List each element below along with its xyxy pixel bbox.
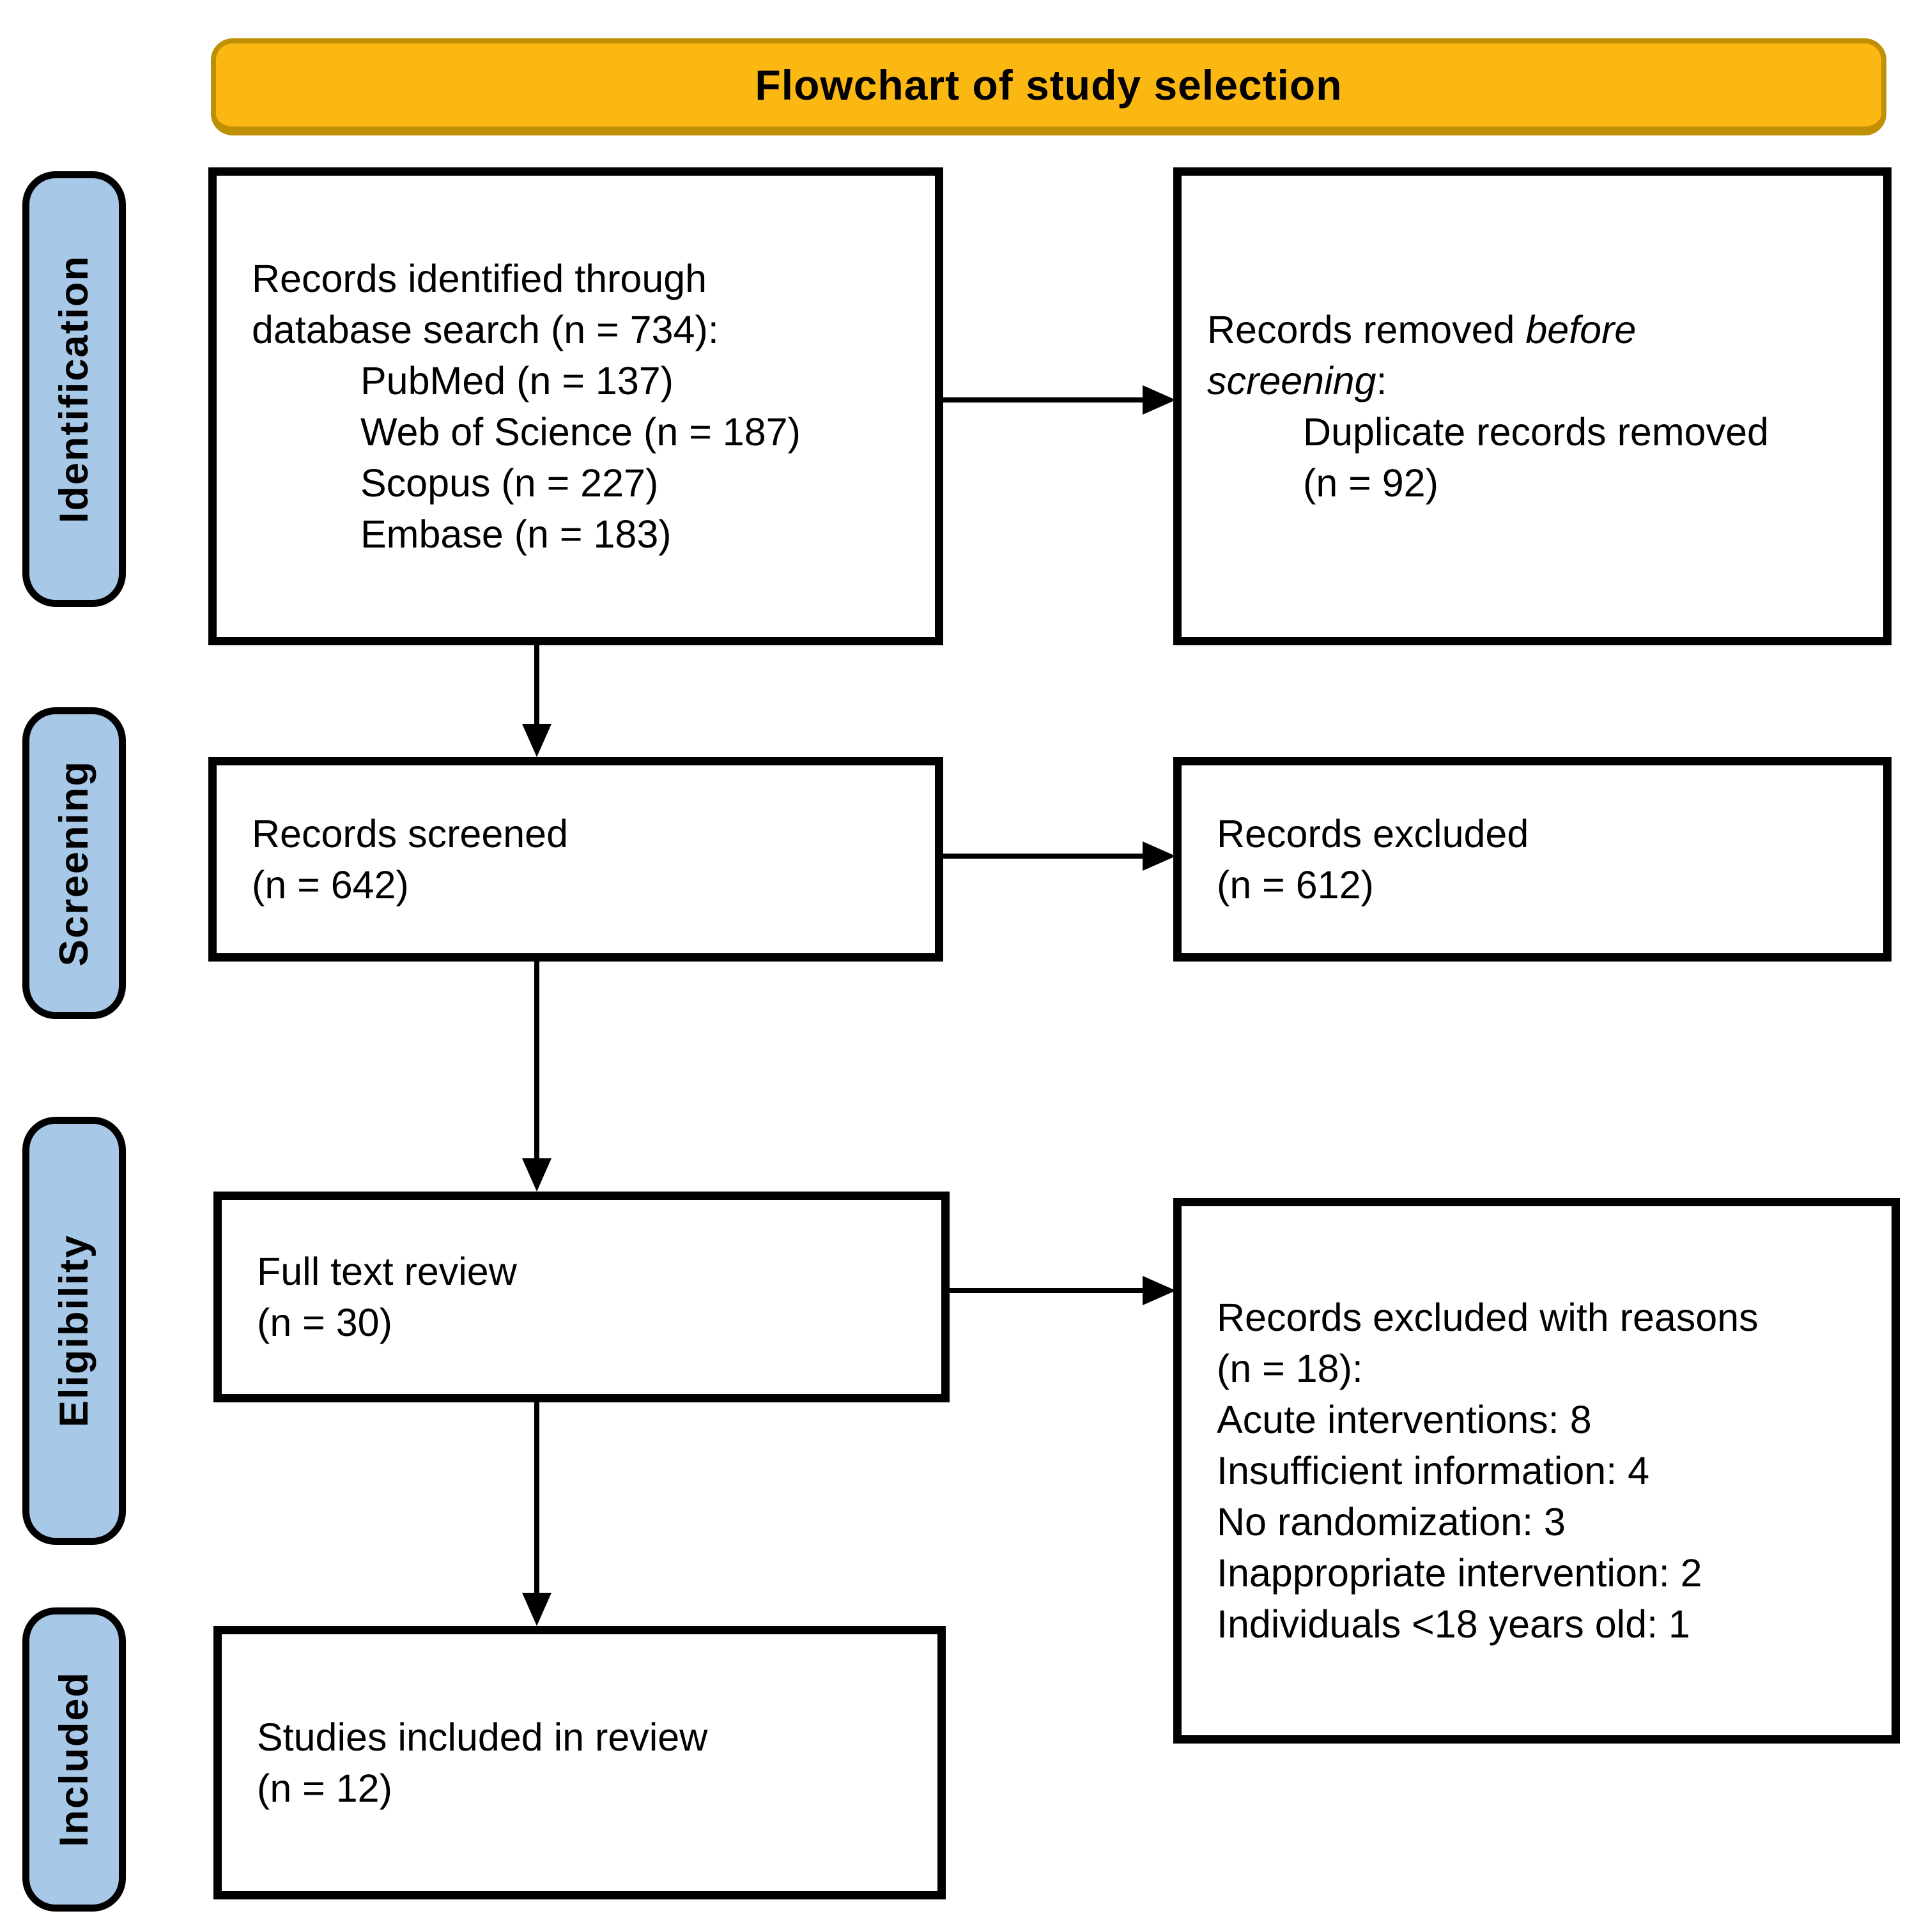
box-records-screened: Records screened (n = 642) bbox=[208, 757, 943, 962]
records-identified-item-scopus: Scopus (n = 227) bbox=[360, 461, 659, 505]
records-removed-suffix: : bbox=[1376, 359, 1387, 402]
stage-label-eligibility: Eligibility bbox=[22, 1117, 126, 1545]
title-banner: Flowchart of study selection bbox=[211, 38, 1886, 135]
box-excluded-with-reasons: Records excluded with reasons (n = 18): … bbox=[1173, 1198, 1900, 1744]
arrow-head-identified-to-screened bbox=[522, 724, 551, 757]
arrow-line-fulltext-to-included bbox=[534, 1402, 539, 1594]
arrow-head-fulltext-to-included bbox=[522, 1593, 551, 1626]
arrow-head-screened-to-excluded bbox=[1143, 841, 1176, 871]
stage-label-eligibility-text: Eligibility bbox=[52, 1234, 96, 1428]
full-text-review-line2: (n = 30) bbox=[257, 1301, 392, 1344]
stage-label-screening-text: Screening bbox=[52, 760, 96, 967]
arrow-head-screened-to-fulltext bbox=[522, 1158, 551, 1192]
records-screened-line1: Records screened bbox=[252, 812, 569, 855]
excluded-reasons-heading-line1: Records excluded with reasons bbox=[1217, 1296, 1759, 1339]
records-removed-italic: before screening bbox=[1207, 308, 1637, 402]
box-studies-included: Studies included in review (n = 12) bbox=[213, 1626, 946, 1899]
full-text-review-line1: Full text review bbox=[257, 1250, 517, 1293]
records-screened-line2: (n = 642) bbox=[252, 863, 409, 907]
arrow-line-identified-to-removed bbox=[943, 397, 1145, 402]
stage-label-identification-text: Identification bbox=[52, 255, 96, 523]
stage-label-screening: Screening bbox=[22, 707, 126, 1019]
box-records-identified: Records identified through database sear… bbox=[208, 167, 943, 645]
excluded-reasons-heading-line2: (n = 18): bbox=[1217, 1347, 1363, 1390]
page-title: Flowchart of study selection bbox=[755, 61, 1343, 109]
stage-label-identification: Identification bbox=[22, 171, 126, 607]
records-excluded-line1: Records excluded bbox=[1217, 812, 1529, 855]
arrow-head-identified-to-removed bbox=[1143, 385, 1176, 415]
excluded-reason-age: Individuals <18 years old: 1 bbox=[1217, 1602, 1690, 1646]
box-records-excluded: Records excluded (n = 612) bbox=[1173, 757, 1892, 962]
arrow-line-fulltext-to-reasons bbox=[950, 1288, 1145, 1293]
records-removed-prefix: Records removed bbox=[1207, 308, 1526, 351]
excluded-reason-insufficient: Insufficient information: 4 bbox=[1217, 1449, 1650, 1492]
studies-included-line1: Studies included in review bbox=[257, 1715, 708, 1759]
box-full-text-review: Full text review (n = 30) bbox=[213, 1192, 950, 1402]
records-removed-item-line1: Duplicate records removed bbox=[1303, 410, 1769, 454]
records-identified-item-pubmed: PubMed (n = 137) bbox=[360, 359, 674, 402]
excluded-reason-acute: Acute interventions: 8 bbox=[1217, 1398, 1592, 1441]
records-excluded-line2: (n = 612) bbox=[1217, 863, 1374, 907]
records-removed-item-line2: (n = 92) bbox=[1303, 461, 1438, 505]
arrow-head-fulltext-to-reasons bbox=[1143, 1276, 1176, 1305]
box-records-removed: Records removed before screening: Duplic… bbox=[1173, 167, 1892, 645]
stage-label-included: Included bbox=[22, 1607, 126, 1912]
records-identified-item-embase: Embase (n = 183) bbox=[360, 512, 672, 556]
arrow-line-identified-to-screened bbox=[534, 645, 539, 726]
stage-label-included-text: Included bbox=[52, 1671, 96, 1848]
records-identified-heading-line2: database search (n = 734): bbox=[252, 308, 719, 351]
records-identified-item-wos: Web of Science (n = 187) bbox=[360, 410, 801, 454]
arrow-line-screened-to-fulltext bbox=[534, 962, 539, 1160]
arrow-line-screened-to-excluded bbox=[943, 854, 1145, 859]
excluded-reason-randomization: No randomization: 3 bbox=[1217, 1500, 1566, 1544]
records-identified-heading-line1: Records identified through bbox=[252, 257, 707, 300]
excluded-reason-intervention: Inappropriate intervention: 2 bbox=[1217, 1551, 1702, 1595]
studies-included-line2: (n = 12) bbox=[257, 1767, 392, 1810]
records-removed-heading: Records removed before screening: bbox=[1207, 304, 1680, 406]
